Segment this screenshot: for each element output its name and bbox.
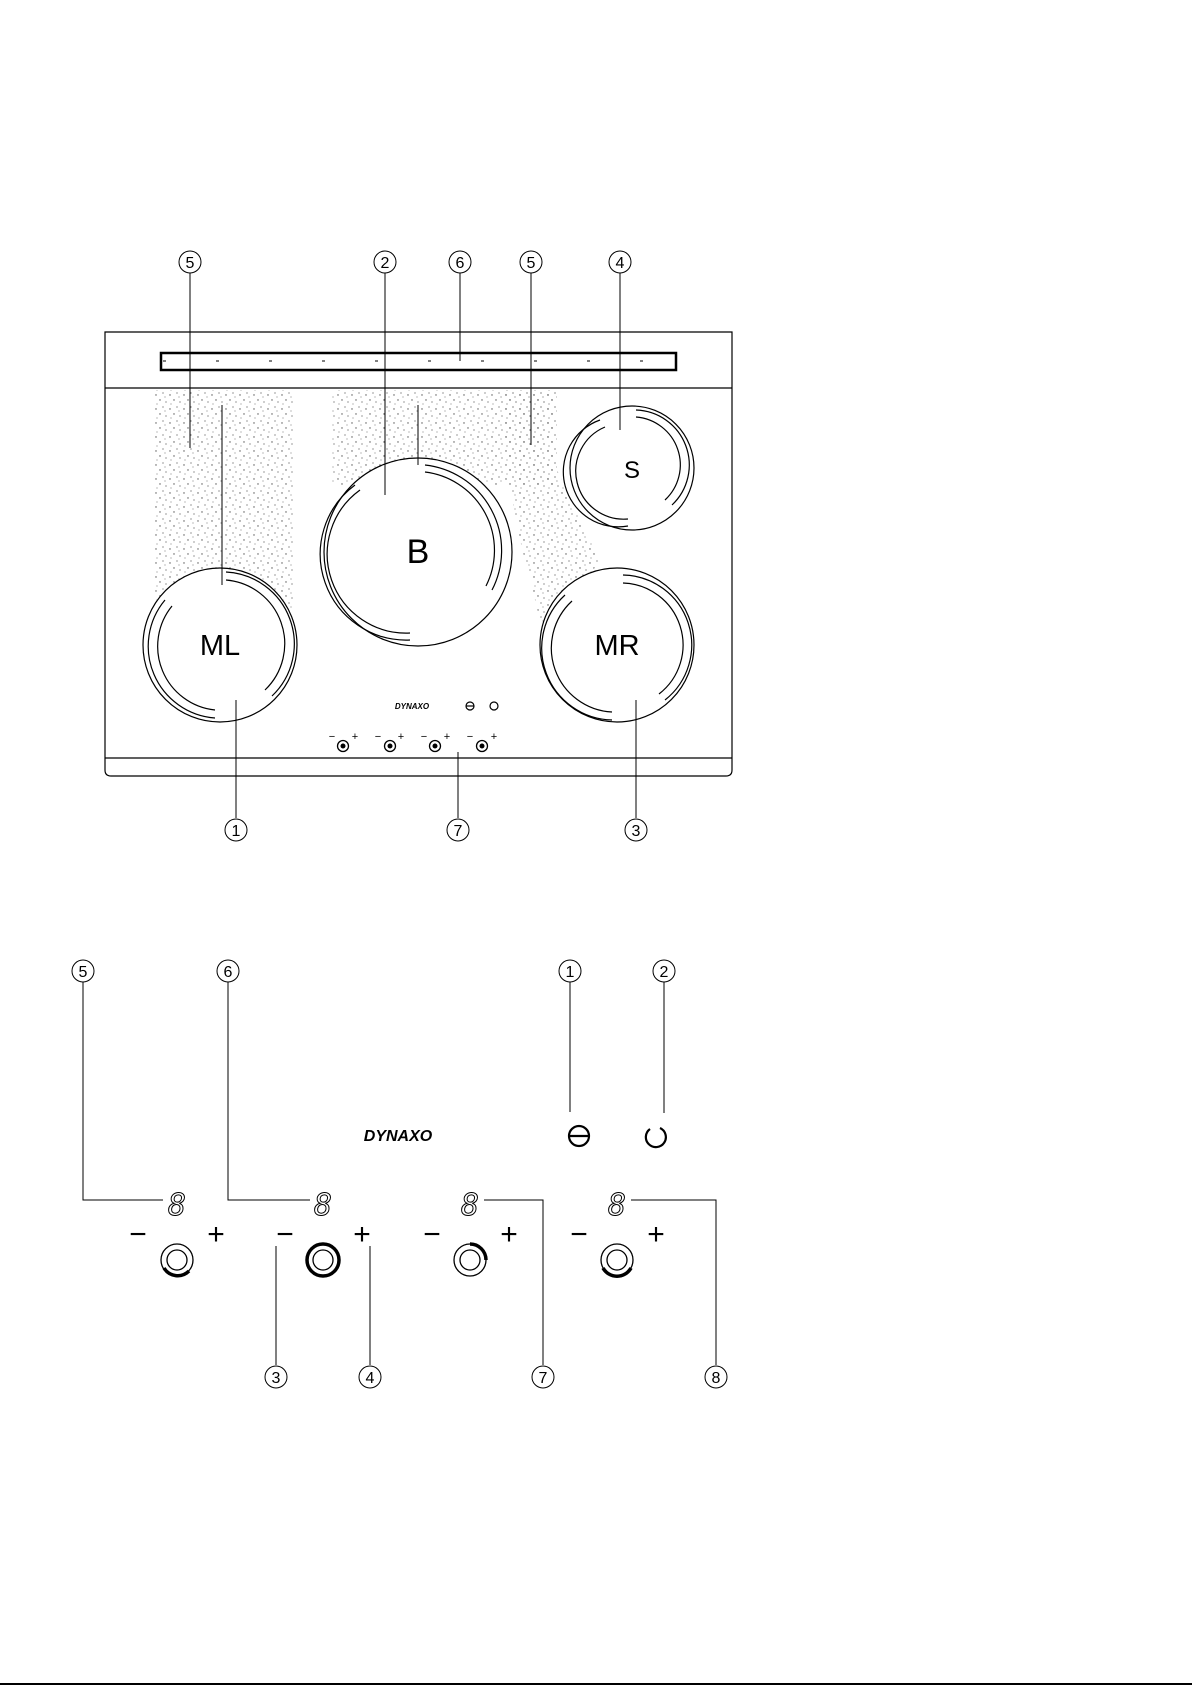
zone-label-ml: ML — [200, 630, 240, 662]
zone-mr: MR — [540, 568, 694, 722]
svg-text:1: 1 — [566, 964, 575, 981]
svg-text:7: 7 — [454, 823, 463, 840]
power-icon — [646, 1128, 666, 1147]
panel-callout-bottom-4: 8 — [705, 1366, 727, 1388]
svg-text:4: 4 — [366, 1370, 375, 1387]
zone-s: S — [563, 406, 694, 530]
svg-text:7: 7 — [539, 1370, 548, 1387]
lock-icon — [568, 1126, 590, 1146]
svg-text:+: + — [352, 731, 358, 743]
digit-display-4: 8 — [608, 1188, 626, 1223]
callout-bottom-3: 3 — [625, 819, 647, 841]
plus-sign: + — [647, 1218, 665, 1251]
knob-4: − + — [467, 731, 497, 752]
svg-text:8: 8 — [461, 1188, 479, 1223]
svg-text:1: 1 — [232, 823, 241, 840]
svg-text:2: 2 — [660, 964, 669, 981]
svg-text:6: 6 — [224, 964, 233, 981]
control-panel-detail: DYNAXO 8 8 8 8 − + − + − — [72, 960, 727, 1388]
svg-text:+: + — [444, 731, 450, 743]
minus-sign: − — [423, 1218, 441, 1251]
knob-1: − + — [329, 731, 358, 752]
svg-text:5: 5 — [79, 964, 88, 981]
minus-sign: − — [570, 1218, 588, 1251]
control-knobs-small: − + − + − + − + — [329, 731, 497, 752]
svg-text:+: + — [398, 731, 404, 743]
svg-text:+: + — [491, 731, 497, 743]
panel-callout-top-2: 6 — [217, 960, 239, 982]
svg-text:8: 8 — [608, 1188, 626, 1223]
digit-display-2: 8 — [314, 1188, 332, 1223]
panel-callout-top-3: 1 — [559, 960, 581, 982]
zone-label-b: B — [407, 533, 430, 571]
rear-vent — [161, 353, 676, 370]
digit-display-3: 8 — [461, 1188, 479, 1223]
minus-sign: − — [276, 1218, 294, 1251]
svg-text:−: − — [421, 731, 427, 743]
hob-top-view: ML B S MR DYNA — [105, 251, 732, 841]
svg-text:5: 5 — [186, 255, 195, 272]
callout-bottom-2: 7 — [447, 819, 469, 841]
svg-text:5: 5 — [527, 255, 536, 272]
callout-top-3: 6 — [449, 251, 471, 273]
brand-large: DYNAXO — [364, 1128, 433, 1145]
plus-sign: + — [500, 1218, 518, 1251]
svg-text:−: − — [467, 731, 473, 743]
svg-text:−: − — [375, 731, 381, 743]
knob-3: − + — [421, 731, 450, 752]
knob-2: − + — [375, 731, 404, 752]
svg-text:3: 3 — [272, 1370, 281, 1387]
zone-label-mr: MR — [594, 630, 639, 662]
svg-text:4: 4 — [616, 255, 625, 272]
digit-display-1: 8 — [168, 1188, 186, 1223]
panel-callout-bottom-3: 7 — [532, 1366, 554, 1388]
slider-control-4: − + — [570, 1218, 665, 1276]
svg-text:8: 8 — [712, 1370, 721, 1387]
zone-label-s: S — [624, 457, 640, 484]
power-icon-small — [490, 702, 498, 710]
callout-top-2: 2 — [374, 251, 396, 273]
callout-top-5: 4 — [609, 251, 631, 273]
slider-control-2: − + — [276, 1218, 371, 1276]
panel-callout-top-1: 5 — [72, 960, 94, 982]
slider-control-1: − + — [129, 1218, 225, 1276]
plus-sign: + — [207, 1218, 225, 1251]
svg-text:8: 8 — [168, 1188, 186, 1223]
plus-sign: + — [353, 1218, 371, 1251]
svg-text:2: 2 — [381, 255, 390, 272]
panel-callout-bottom-1: 3 — [265, 1366, 287, 1388]
svg-text:3: 3 — [632, 823, 641, 840]
zone-b: B — [320, 458, 512, 646]
minus-sign: − — [129, 1218, 147, 1251]
svg-text:6: 6 — [456, 255, 465, 272]
svg-text:−: − — [329, 731, 335, 743]
svg-text:8: 8 — [314, 1188, 332, 1223]
panel-callout-bottom-2: 4 — [359, 1366, 381, 1388]
slider-control-3: − + — [423, 1218, 518, 1276]
callout-top-1: 5 — [179, 251, 201, 273]
panel-callout-top-4: 2 — [653, 960, 675, 982]
zone-ml: ML — [143, 568, 297, 722]
callout-top-4: 5 — [520, 251, 542, 273]
callout-bottom-1: 1 — [225, 819, 247, 841]
brand-small: DYNAXO — [395, 702, 430, 711]
